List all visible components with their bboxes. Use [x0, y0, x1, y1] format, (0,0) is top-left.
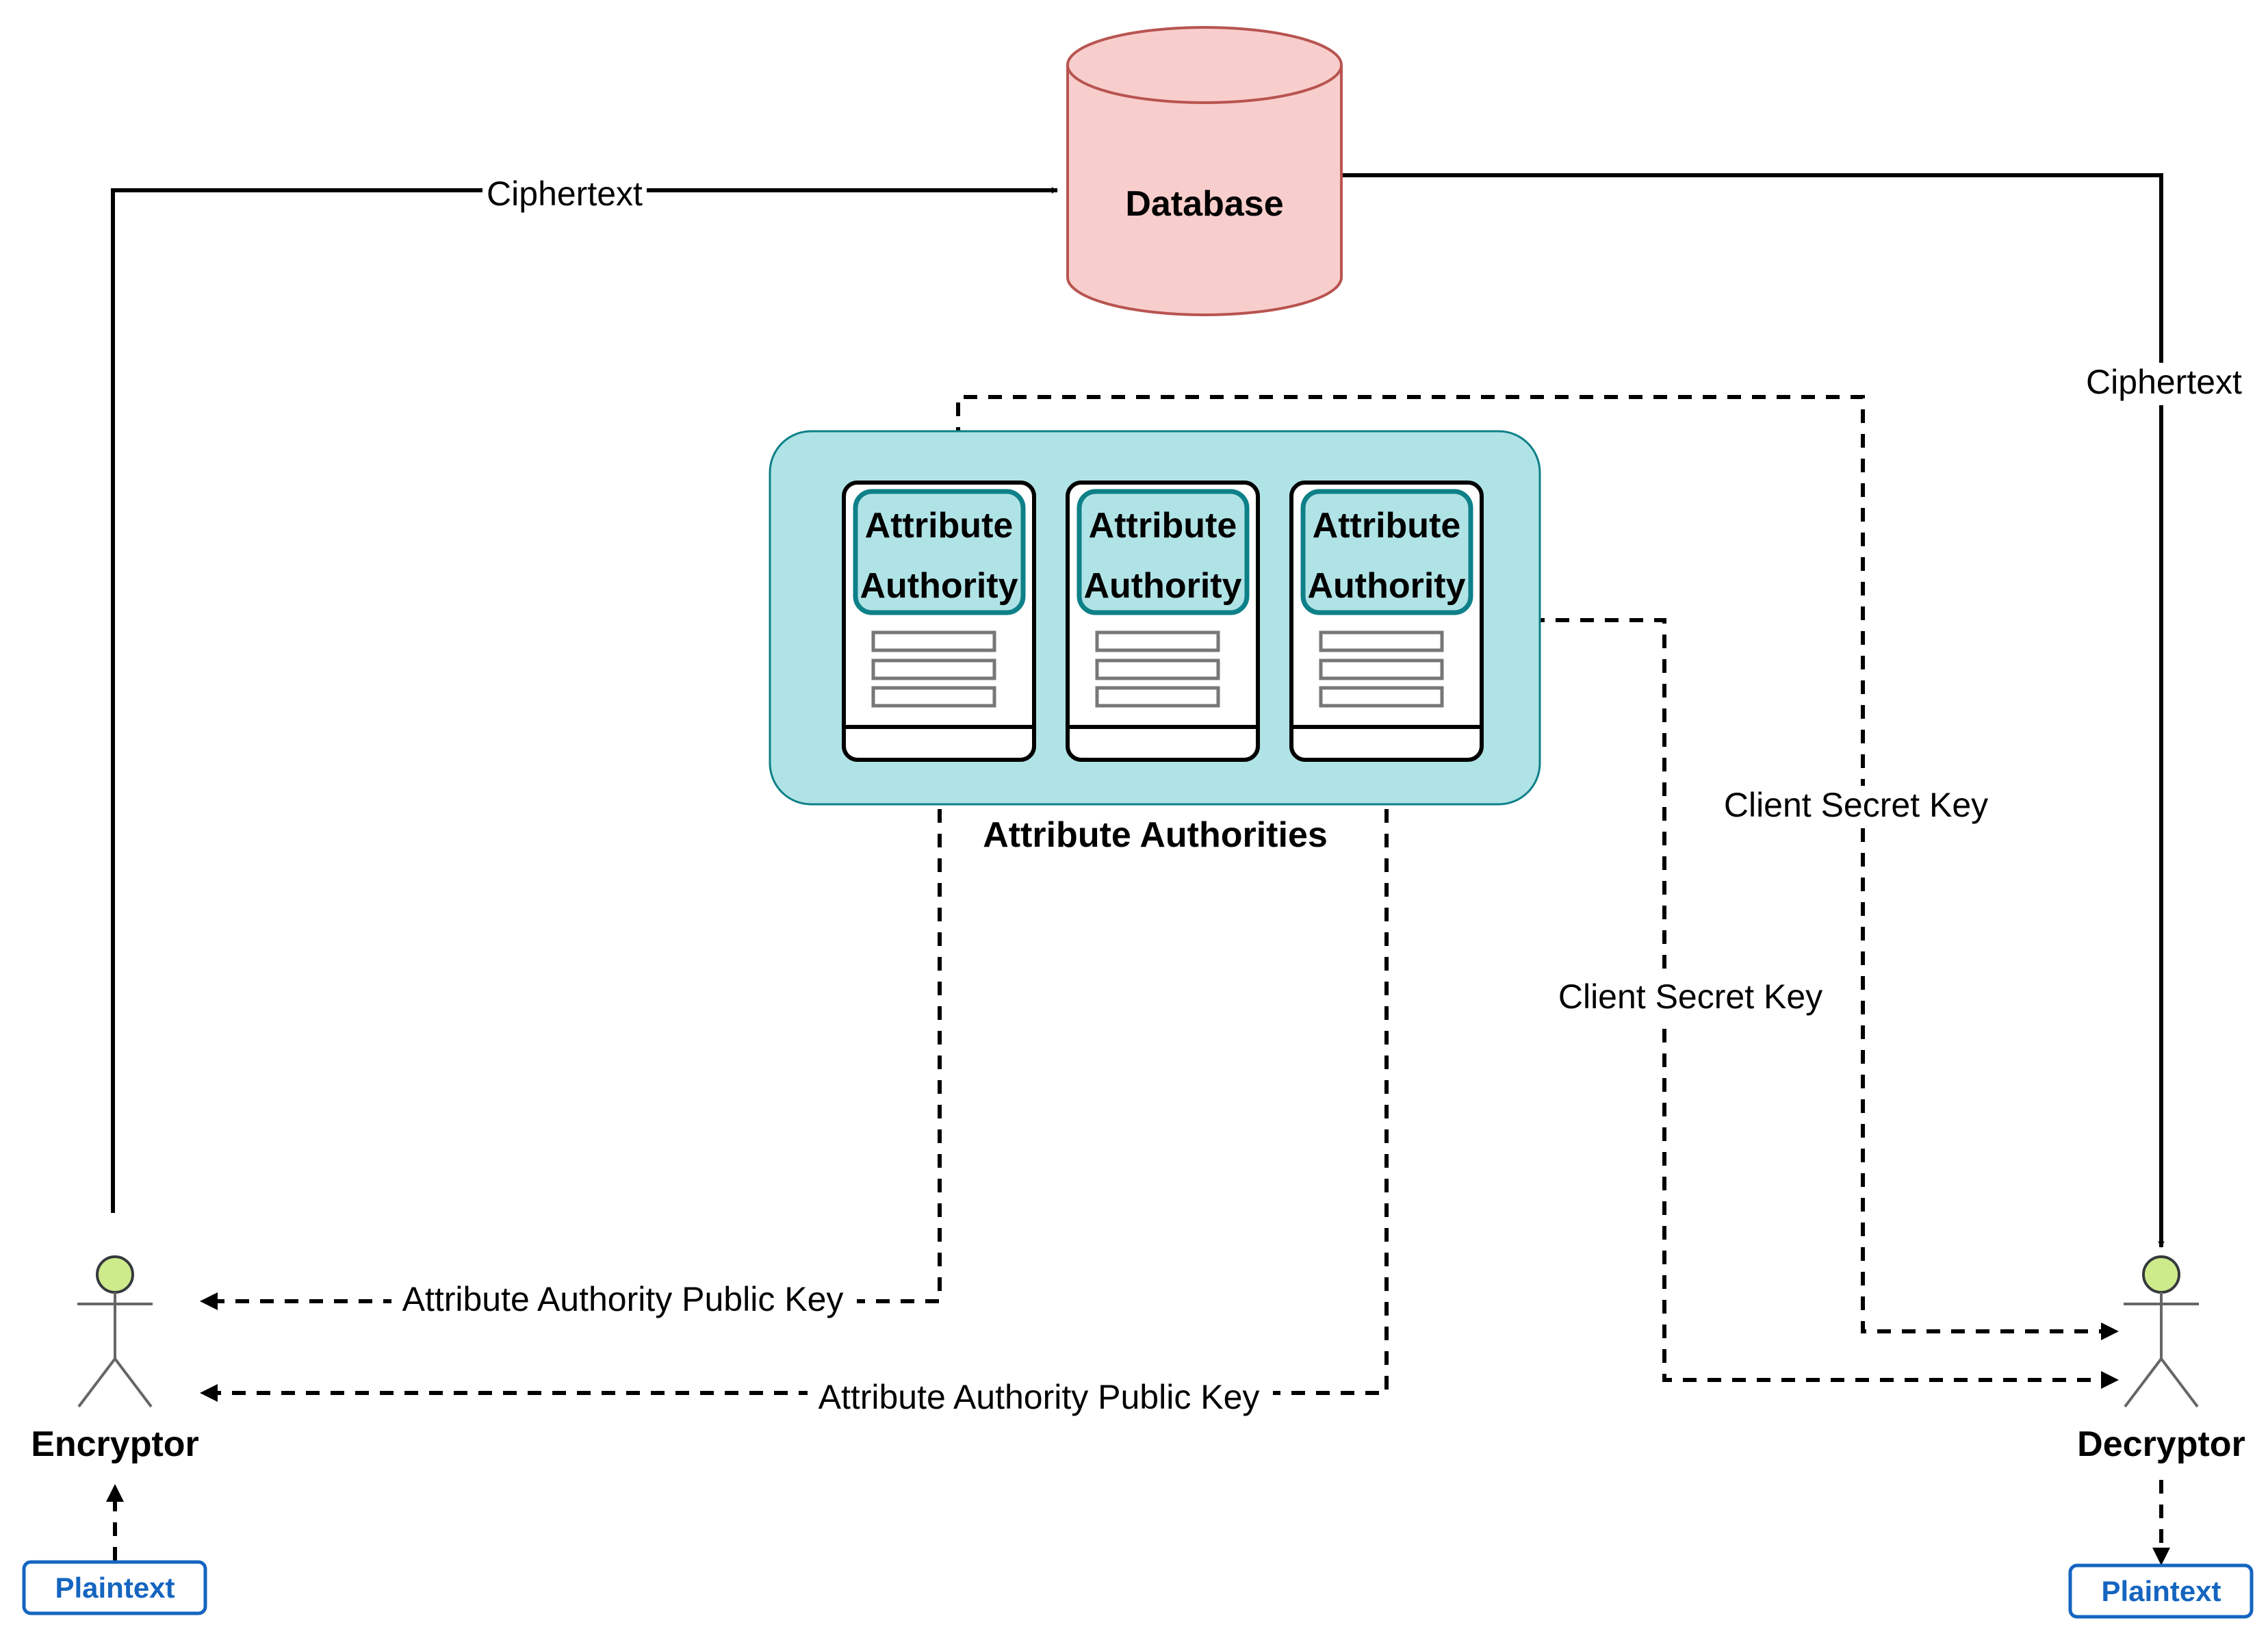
label-ciphertext-to-db: Ciphertext — [482, 175, 647, 217]
label-client-secret-key-2: Client Secret Key — [1548, 977, 1832, 1020]
encryptor-head-icon — [96, 1255, 134, 1294]
attribute-authority-2[interactable]: Attribute Authority — [1066, 481, 1260, 762]
encryptor-actor[interactable]: Encryptor — [31, 1255, 199, 1464]
attribute-authority-3[interactable]: Attribute Authority — [1289, 481, 1484, 762]
edge-ciphertext-to-decryptor — [1341, 173, 2165, 1248]
arrowhead-client-secret-key-1 — [2101, 1322, 2119, 1340]
authority-3-line1: Attribute — [1313, 506, 1461, 546]
authority-3-line2: Authority — [1307, 566, 1465, 606]
arrowhead-public-key-1 — [200, 1292, 218, 1310]
decryptor-actor[interactable]: Decryptor — [2077, 1255, 2245, 1464]
database-top — [1066, 26, 1343, 104]
svg-text:Client Secret Key: Client Secret Key — [1724, 786, 1988, 824]
edge-public-key-1 — [204, 760, 942, 1303]
database-body — [1066, 65, 1343, 316]
plaintext-output-label: Plaintext — [2101, 1575, 2221, 1607]
attribute-authority-1[interactable]: Attribute Authority — [842, 481, 1036, 762]
svg-text:Client Secret Key: Client Secret Key — [1558, 977, 1822, 1016]
attribute-authorities-group[interactable]: Attribute Authorities Attribute Authorit… — [769, 430, 1541, 855]
decryptor-label: Decryptor — [2077, 1424, 2245, 1464]
label-public-key-1: Attribute Authority Public Key — [391, 1280, 857, 1322]
plaintext-input-box[interactable]: Plaintext — [22, 1560, 207, 1615]
authority-2-line1: Attribute — [1089, 506, 1237, 546]
authority-1-line2: Authority — [860, 566, 1018, 606]
arrowhead-public-key-2 — [200, 1384, 218, 1402]
arrowhead-decryptor-to-plaintext — [2152, 1548, 2170, 1565]
svg-text:Attribute Authority Public Key: Attribute Authority Public Key — [402, 1280, 844, 1318]
arrowhead-client-secret-key-2 — [2101, 1371, 2119, 1389]
authority-1-line1: Attribute — [865, 506, 1014, 546]
arrowhead-plaintext-to-encryptor — [106, 1484, 124, 1502]
label-client-secret-key-1: Client Secret Key — [1714, 786, 1998, 828]
database-node[interactable]: Database — [1066, 26, 1343, 316]
decryptor-head-icon — [2142, 1255, 2180, 1294]
svg-text:Ciphertext: Ciphertext — [487, 175, 643, 213]
label-ciphertext-to-decryptor: Ciphertext — [2080, 363, 2248, 405]
plaintext-input-label: Plaintext — [55, 1572, 175, 1604]
authorities-group-label: Attribute Authorities — [983, 815, 1328, 855]
authority-2-line2: Authority — [1083, 566, 1241, 606]
edge-client-secret-key-2 — [1482, 618, 2113, 1382]
encryptor-label: Encryptor — [31, 1424, 199, 1464]
label-public-key-2: Attribute Authority Public Key — [808, 1378, 1273, 1420]
edge-ciphertext-to-database — [111, 187, 1058, 1213]
plaintext-output-box[interactable]: Plaintext — [2068, 1563, 2254, 1619]
svg-text:Ciphertext: Ciphertext — [2086, 363, 2242, 401]
svg-text:Attribute Authority Public Key: Attribute Authority Public Key — [819, 1378, 1260, 1416]
database-label: Database — [1125, 184, 1283, 224]
